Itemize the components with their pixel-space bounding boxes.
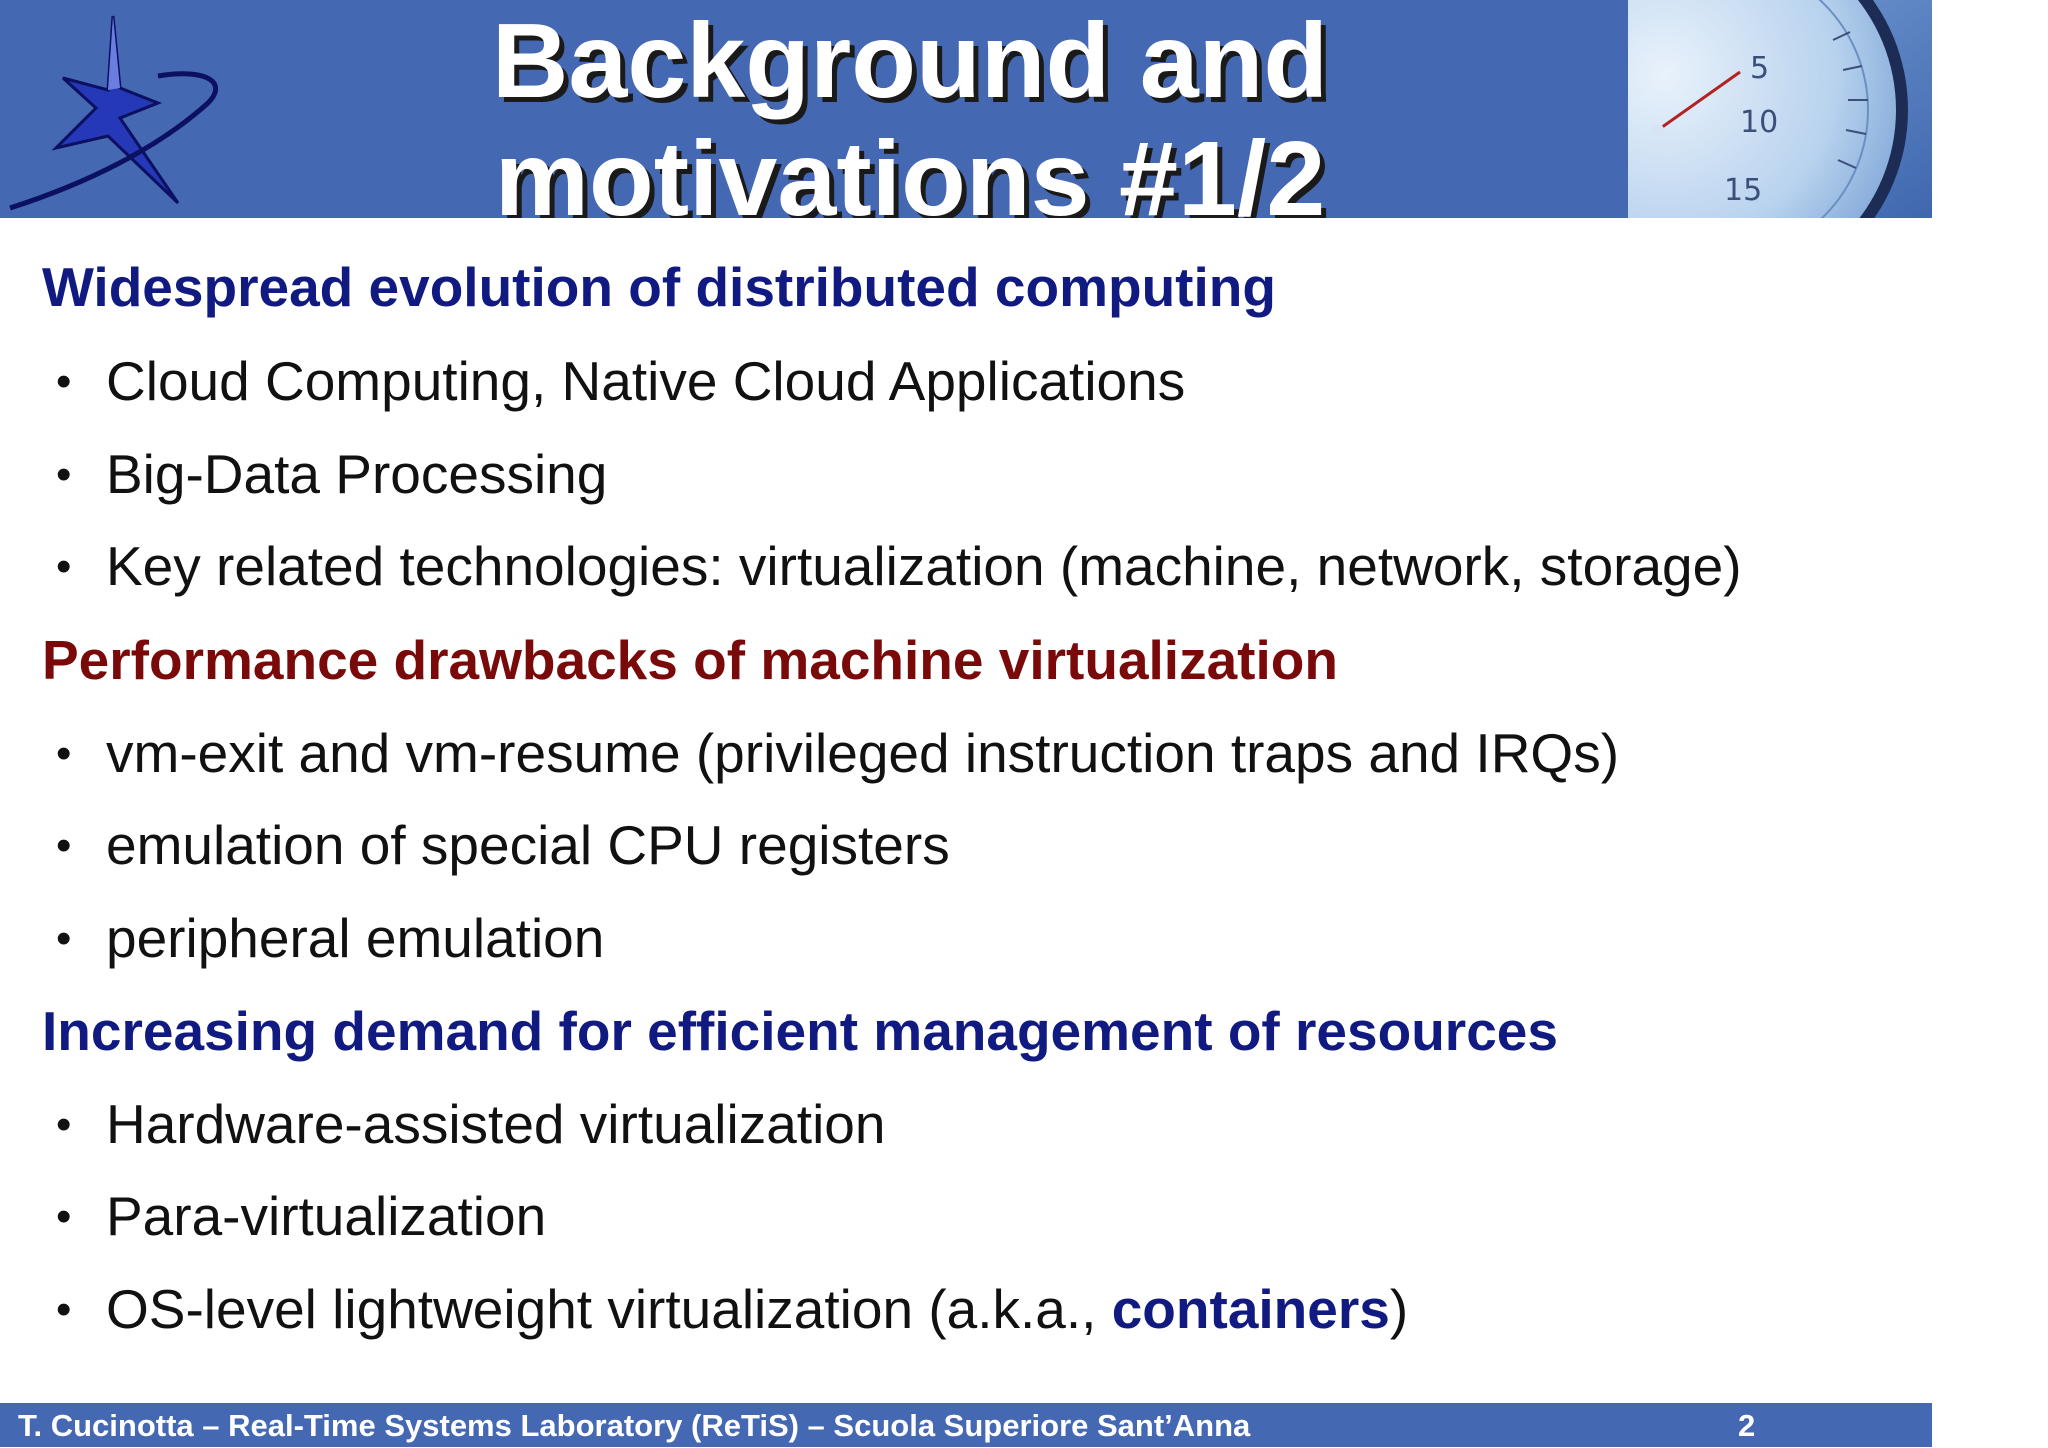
list-item: • peripheral emulation — [56, 905, 604, 972]
svg-text:10: 10 — [1740, 105, 1778, 140]
list-item: • Cloud Computing, Native Cloud Applicati… — [56, 348, 1185, 415]
svg-text:5: 5 — [1750, 51, 1769, 86]
bullet-icon: • — [56, 1100, 72, 1149]
bullet-icon: • — [56, 542, 72, 591]
list-item: • emulation of special CPU registers — [56, 812, 950, 879]
title-line-2: motivations #1/2 — [494, 120, 1326, 218]
bullet-text-before: OS-level lightweight virtualization (a.k… — [106, 1278, 1112, 1340]
retis-logo-icon — [9, 15, 218, 211]
stopwatch-image-icon: 5 10 15 — [1628, 0, 1932, 218]
bullet-text: Hardware-assisted virtualization — [106, 1093, 886, 1155]
bullet-text: Key related technologies: virtualization… — [106, 535, 1742, 597]
svg-text:15: 15 — [1724, 173, 1762, 208]
list-item: • OS-level lightweight virtualization (a.… — [56, 1276, 1408, 1343]
bullet-icon: • — [56, 1192, 72, 1241]
bullet-text: Cloud Computing, Native Cloud Applicatio… — [106, 350, 1186, 412]
slide-title: Background and motivations #1/2 — [360, 2, 1460, 218]
footer-credit: T. Cucinotta – Real-Time Systems Laborat… — [18, 1408, 1251, 1443]
containers-emphasis: containers — [1111, 1278, 1390, 1340]
bullet-text: peripheral emulation — [106, 907, 605, 969]
slide-header: Background and motivations #1/2 — [0, 0, 1932, 218]
slide-footer: T. Cucinotta – Real-Time Systems Laborat… — [0, 1403, 1932, 1447]
bullet-icon: • — [56, 357, 72, 406]
bullet-text: vm-exit and vm-resume (privileged instru… — [106, 722, 1620, 784]
bullet-icon: • — [56, 1285, 72, 1334]
bullet-icon: • — [56, 729, 72, 778]
list-item: • Big-Data Processing — [56, 441, 607, 508]
list-item: • Para-virtualization — [56, 1183, 546, 1250]
slide: Background and motivations #1/2 — [0, 0, 1932, 1447]
section-heading-resource-management: Increasing demand for efficient manageme… — [42, 1000, 1558, 1062]
bullet-icon: • — [56, 914, 72, 963]
bullet-text: Big-Data Processing — [106, 443, 608, 505]
bullet-text: Para-virtualization — [106, 1185, 547, 1247]
bullet-text-after: ) — [1389, 1278, 1409, 1340]
section-heading-performance-drawbacks: Performance drawbacks of machine virtual… — [42, 629, 1338, 691]
page-number: 2 — [1738, 1408, 1756, 1443]
section-heading-distributed-computing: Widespread evolution of distributed comp… — [42, 256, 1276, 318]
bullet-icon: • — [56, 450, 72, 499]
list-item: • vm-exit and vm-resume (privileged instr… — [56, 720, 1619, 787]
list-item: • Hardware-assisted virtualization — [56, 1091, 885, 1158]
list-item: • Key related technologies: virtualizatio… — [56, 533, 1742, 600]
title-line-1: Background and — [491, 2, 1329, 120]
bullet-icon: • — [56, 821, 72, 870]
bullet-text: emulation of special CPU registers — [106, 814, 950, 876]
